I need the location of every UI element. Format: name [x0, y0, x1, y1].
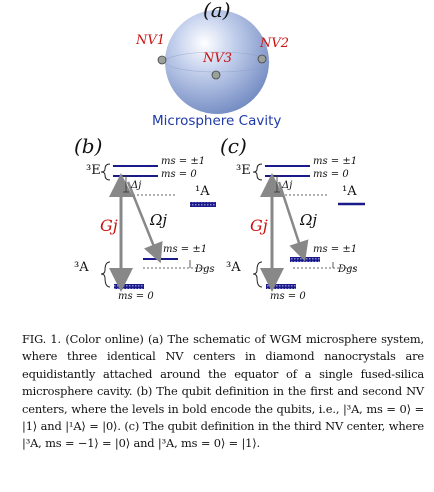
panel-c-delta: Δj — [282, 180, 293, 191]
nv-center-3-dot — [211, 70, 221, 80]
panel-c-ground-state: ³A — [226, 260, 241, 275]
panel-b-coupling-omega: Ωj — [150, 211, 168, 229]
panel-b-coupling-g: Gj — [100, 216, 118, 235]
panel-b-ms-0-lower: ms = 0 — [118, 291, 154, 302]
nv2-label: NV2 — [260, 36, 290, 51]
caption-fig-label: FIG. 1. — [22, 332, 62, 346]
cavity-label: Microsphere Cavity — [152, 113, 282, 129]
nv1-label: NV1 — [136, 33, 166, 48]
panel-b-braces — [100, 163, 111, 288]
panel-c-zero-field: Dgs — [338, 264, 358, 275]
panel-c-ms-pm1-upper: ms = ±1 — [313, 156, 358, 167]
panel-c-coupling-g: Gj — [250, 216, 268, 235]
panel-c-ms-0-lower: ms = 0 — [270, 291, 306, 302]
panel-b-singlet: ¹A — [195, 184, 210, 199]
panel-b-excited-state: ³E — [86, 163, 101, 178]
panel-b-delta: Δj — [131, 180, 142, 191]
panel-a-label: (a) — [203, 0, 231, 22]
panel-b-zero-field: Dgs — [195, 264, 215, 275]
panel-c-ms-0-upper: ms = 0 — [313, 169, 349, 180]
caption-text: (Color online) (a) The schematic of WGM … — [22, 332, 424, 451]
panel-b-label: (b) — [74, 134, 103, 158]
panel-b-ground-state: ³A — [74, 260, 89, 275]
figure-caption: FIG. 1. (Color online) (a) The schematic… — [22, 331, 424, 453]
panel-b-ms-0-upper: ms = 0 — [161, 169, 197, 180]
panel-c-singlet: ¹A — [342, 184, 357, 199]
panel-b-ms-pm1-upper: ms = ±1 — [161, 156, 206, 167]
panel-b-transitions — [109, 173, 191, 292]
panel-c-braces — [252, 163, 263, 288]
panel-b-ms-pm1-lower: ms = ±1 — [163, 244, 208, 255]
panel-c-ms-pm1-lower: ms = ±1 — [313, 244, 358, 255]
panel-c-transitions — [260, 173, 334, 292]
nv3-label: NV3 — [203, 51, 233, 66]
panel-c-coupling-omega: Ωj — [300, 211, 318, 229]
figure-graphics — [100, 10, 365, 292]
panel-c-excited-state: ³E — [236, 163, 251, 178]
nv-center-1-dot — [157, 55, 167, 65]
panel-c-label: (c) — [220, 134, 247, 158]
nv-center-2-dot — [257, 54, 267, 64]
